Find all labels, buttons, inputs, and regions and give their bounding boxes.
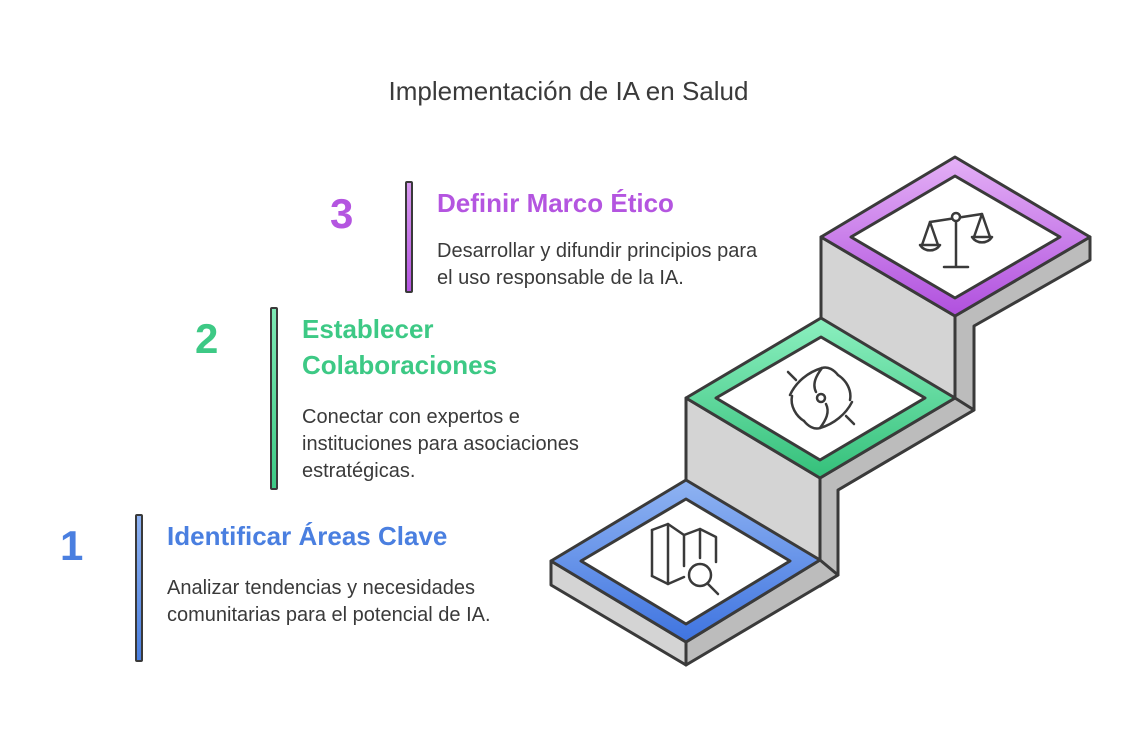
- step-2-title: Establecer Colaboraciones: [302, 314, 498, 380]
- step-3-description: Desarrollar y difundir principios para e…: [437, 240, 758, 289]
- step-2-number: 2: [195, 315, 219, 362]
- handshake-icon: [786, 366, 856, 430]
- step-2-platform: [684, 316, 957, 480]
- step-3-bar: [405, 181, 413, 293]
- step-1-bar: [135, 514, 143, 662]
- step-3-number: 3: [330, 190, 354, 237]
- diagram-title: Implementación de IA en Salud: [388, 76, 749, 106]
- step-1-title: Identificar Áreas Clave: [167, 521, 448, 551]
- step-3-title: Definir Marco Ético: [437, 188, 674, 218]
- map-search-icon: [650, 522, 720, 596]
- step-1-number: 1: [60, 522, 84, 569]
- step-1-description: Analizar tendencias y necesidades comuni…: [167, 577, 491, 626]
- scales-icon: [918, 211, 994, 269]
- step-1-platform: [549, 478, 822, 644]
- step-2-description: Conectar con expertos e instituciones pa…: [302, 406, 579, 482]
- step-2-bar: [270, 307, 278, 490]
